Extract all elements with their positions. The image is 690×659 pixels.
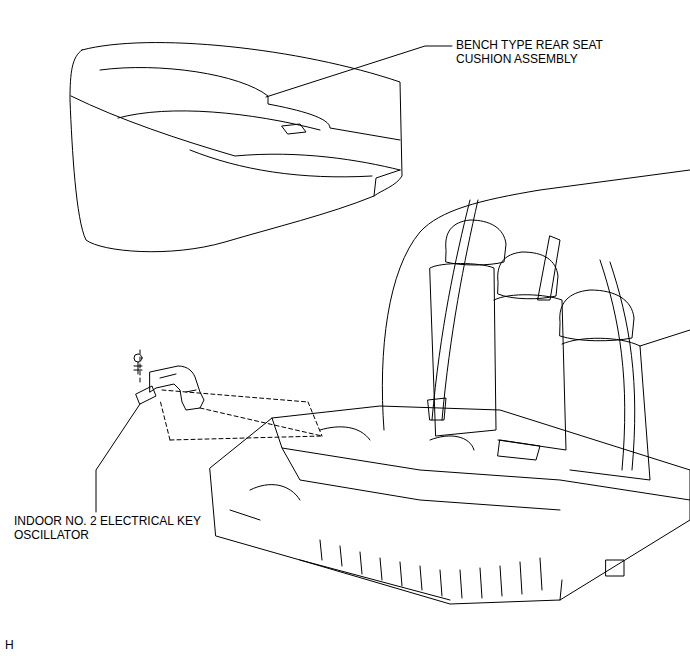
seat-belt — [600, 260, 625, 470]
floor-panel-ribs — [320, 540, 542, 598]
floor-panel — [210, 406, 690, 604]
floor-panel-detail — [320, 427, 540, 460]
seat-belt — [432, 200, 470, 420]
headrest — [446, 220, 506, 265]
bolt — [134, 354, 142, 362]
seat-cushion-seam — [190, 150, 372, 177]
leader-line — [266, 46, 452, 97]
seat-belt — [538, 236, 560, 300]
seat-belt — [442, 200, 478, 420]
floor-panel-crossmember — [282, 448, 560, 510]
headrest — [560, 290, 634, 341]
seat-cushion-front-edge — [71, 96, 400, 170]
key-oscillator — [136, 386, 156, 404]
seat-cushion-seam — [118, 111, 320, 130]
bolt — [134, 362, 142, 374]
floor-panel-edge — [300, 560, 562, 600]
seat-belt — [610, 262, 635, 470]
headrest — [498, 252, 558, 299]
key-oscillator — [150, 366, 204, 410]
seat-back — [494, 295, 566, 450]
floor-panel-crossmember — [272, 418, 690, 500]
seat-belt-buckle — [428, 398, 446, 420]
part-name: BENCH TYPE REAR SEAT CUSHION ASSEMBLY — [456, 38, 624, 66]
seat-cushion-seam — [100, 68, 400, 140]
floor-panel-detail — [230, 485, 300, 520]
seat-cushion-side — [374, 170, 400, 196]
seat-cushion-tab — [282, 124, 306, 134]
seat-back-side — [640, 330, 690, 346]
part-name: INDOOR NO. 2 ELECTRICAL KEY OSCILLATOR — [14, 514, 210, 542]
figure-code: H — [5, 638, 35, 652]
floor-panel-tab — [606, 560, 624, 576]
dashed-location-line — [140, 350, 322, 440]
seat-cushion-outline — [70, 43, 402, 252]
seat-back — [562, 338, 650, 480]
leader-line — [96, 404, 140, 512]
key-oscillator-detail — [160, 374, 196, 392]
